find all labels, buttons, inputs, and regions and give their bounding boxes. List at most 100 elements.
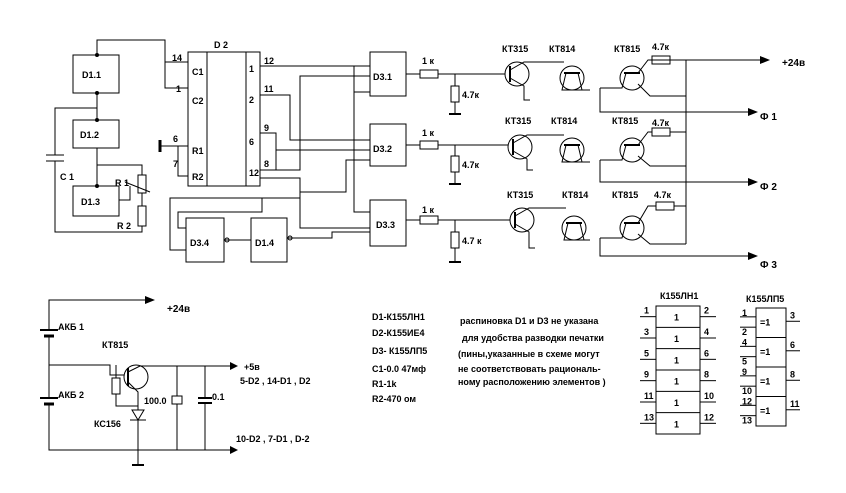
block-d3-4-label: D3.4 bbox=[190, 238, 209, 248]
pin-r1: R1 bbox=[192, 146, 204, 156]
k155lp5-input-a-pin: 9 bbox=[742, 367, 747, 377]
k155ln1-gate-symbol: 1 bbox=[674, 313, 679, 323]
block-d1-2-label: D1.2 bbox=[80, 130, 99, 140]
k155ln1-output-pin: 8 bbox=[704, 370, 709, 380]
resistor-1k-label: 1 к bbox=[422, 128, 435, 138]
k155lp5-input-a-pin: 4 bbox=[742, 337, 747, 347]
supply-note-5: 5-D2 , 14-D1 , D2 bbox=[240, 376, 311, 386]
pin-o2: 2 bbox=[249, 95, 254, 105]
k155lp5-output-pin: 6 bbox=[790, 340, 795, 350]
part-r2: R2-470 ом bbox=[372, 394, 416, 404]
pin-o12: 12 bbox=[264, 56, 274, 66]
block-d3-4 bbox=[185, 217, 225, 263]
block-d2 bbox=[187, 51, 261, 187]
k155ln1-input-pin: 13 bbox=[644, 412, 654, 422]
k155lp5-gate-symbol: =1 bbox=[760, 406, 770, 416]
pin-o12b: 12 bbox=[249, 168, 259, 178]
output-f3-label: Ф 3 bbox=[760, 260, 777, 271]
pin-o9: 9 bbox=[264, 123, 269, 133]
channel-2: 1 к 4.7к КТ315 КТ814 КТ815 4.7к Ф 2 bbox=[406, 116, 777, 193]
resistor-4k7-top-2 bbox=[651, 127, 671, 137]
resistor-4k7-top-3 bbox=[655, 201, 675, 211]
block-d3-3 bbox=[369, 199, 407, 247]
zener-ks156-label: КС156 bbox=[94, 419, 121, 429]
block-d1-4 bbox=[250, 217, 288, 263]
resistor-r1-label: R 1 bbox=[115, 178, 129, 188]
transistor-label: КТ814 bbox=[562, 190, 588, 200]
block-d1-3-label: D1.3 bbox=[81, 197, 100, 207]
resistor-1k-2 bbox=[419, 140, 439, 150]
k155ln1-input-pin: 9 bbox=[644, 370, 649, 380]
block-d3-2 bbox=[369, 123, 407, 167]
pin-7: 7 bbox=[173, 159, 178, 169]
output-24v-label: +24в bbox=[782, 58, 805, 69]
capacitor-01-label: 0.1 bbox=[212, 392, 225, 402]
k155ln1-gate-symbol: 1 bbox=[674, 419, 679, 429]
block-d2-label: D 2 bbox=[214, 40, 228, 50]
k155ln1-title: К155ЛН1 bbox=[660, 291, 698, 301]
k155lp5-output-pin: 8 bbox=[790, 369, 795, 379]
resistor-r2-label: R 2 bbox=[117, 221, 131, 231]
transistor-label: КТ814 bbox=[551, 116, 577, 126]
pin-14: 14 bbox=[172, 53, 182, 63]
k155lp5-output-pin: 3 bbox=[790, 310, 795, 320]
k155ln1-input-pin: 1 bbox=[644, 306, 649, 316]
battery-akb2-label: АКБ 2 bbox=[58, 390, 84, 400]
wire-q1 bbox=[260, 65, 370, 93]
k155lp5-gate-symbol: =1 bbox=[760, 347, 770, 357]
pin-1: 1 bbox=[176, 84, 181, 94]
k155lp5-input-b-pin: 2 bbox=[742, 327, 747, 337]
pin-o6: 6 bbox=[249, 137, 254, 147]
k155lp5-output-pin: 11 bbox=[790, 399, 800, 409]
transistor-kt814-1 bbox=[559, 65, 585, 91]
resistor-4k7-3 bbox=[450, 231, 460, 249]
transistor-label: КТ815 bbox=[612, 116, 638, 126]
note-line-3: (пины,указанные в схеме могут bbox=[458, 349, 600, 359]
block-d3-3-label: D3.3 bbox=[376, 220, 395, 230]
resistor-4k7-label: 4.7к bbox=[462, 160, 480, 170]
resistor-4k7-label: 4.7 к bbox=[462, 236, 482, 246]
transistor-label: КТ814 bbox=[549, 44, 575, 54]
part-r1: R1-1k bbox=[372, 379, 398, 389]
pin-6: 6 bbox=[173, 134, 178, 144]
k155ln1-output-pin: 6 bbox=[704, 348, 709, 358]
pin-c1: C1 bbox=[192, 67, 204, 77]
k155lp5-gate-symbol: =1 bbox=[760, 317, 770, 327]
pin-o11: 11 bbox=[264, 84, 274, 94]
wire-feedback bbox=[54, 107, 73, 155]
k155lp5-input-a-pin: 1 bbox=[742, 308, 747, 318]
k155lp5-title: К155ЛП5 bbox=[746, 294, 784, 304]
channel-3: 1 к 4.7 к КТ315 КТ814 КТ815 4.7к Ф 3 bbox=[406, 190, 777, 271]
channel-1: 1 к 4.7к КТ315 КТ814 КТ815 4.7к Ф 1 bbox=[406, 42, 777, 123]
part-d1: D1-К155ЛН1 bbox=[372, 312, 425, 322]
part-d3: D3- К155ЛП5 bbox=[372, 346, 427, 356]
block-d3-1-label: D3.1 bbox=[373, 72, 392, 82]
block-d1-2 bbox=[72, 119, 120, 149]
capacitor-c1-label: C 1 bbox=[60, 172, 74, 182]
transistor-kt814-2 bbox=[559, 137, 585, 163]
k155ln1-input-pin: 3 bbox=[644, 327, 649, 337]
k155ln1-gate-symbol: 1 bbox=[674, 377, 679, 387]
resistor-bias bbox=[111, 377, 121, 395]
k155lp5-input-a-pin: 12 bbox=[742, 396, 752, 406]
k155ln1-gate-symbol: 1 bbox=[674, 355, 679, 365]
supply-kt815-label: КТ815 bbox=[102, 340, 128, 350]
k155ln1-gate-symbol: 1 bbox=[674, 398, 679, 408]
battery-akb1-label: АКБ 1 bbox=[58, 322, 84, 332]
output-f2-label: Ф 2 bbox=[760, 182, 777, 193]
counter-d2: D 2 14 C1 1 C2 6 R1 7 R2 1 12 2 11 6 9 1… bbox=[158, 40, 274, 187]
transistor-label: КТ815 bbox=[612, 190, 638, 200]
k155lp5-input-b-pin: 5 bbox=[742, 357, 747, 367]
resistor-r2 bbox=[137, 205, 147, 227]
k155ln1-output-pin: 12 bbox=[704, 412, 714, 422]
capacitor-100 bbox=[171, 395, 183, 405]
transistor-label: КТ315 bbox=[505, 116, 531, 126]
pin-r2: R2 bbox=[192, 172, 204, 182]
wire-d11-to-d2 bbox=[96, 39, 188, 89]
note-line-1: распиновка D1 и D3 не указана bbox=[460, 316, 599, 326]
wire-24v-supply bbox=[48, 299, 145, 330]
part-d2: D2-К155ИЕ4 bbox=[372, 328, 425, 338]
